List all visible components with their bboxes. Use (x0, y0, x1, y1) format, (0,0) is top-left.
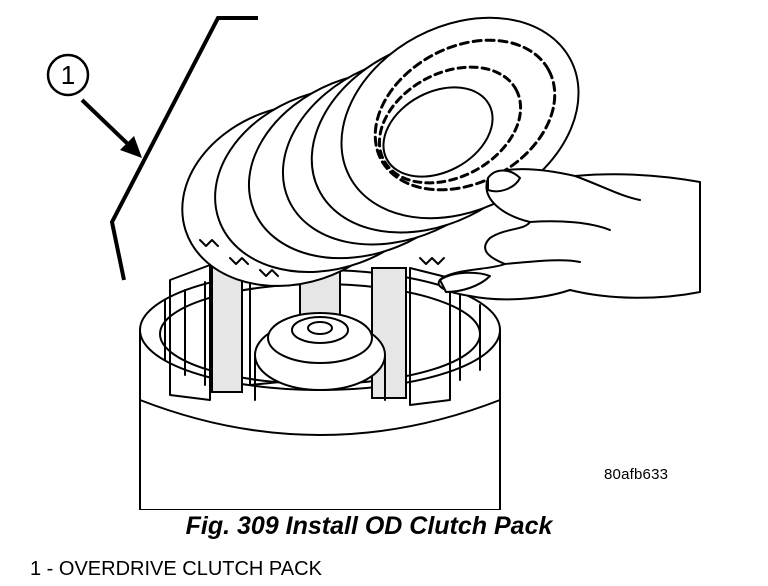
figure-title: Fig. 309 Install OD Clutch Pack (185, 512, 553, 540)
clutch-pack-illustration: 1 (46, 16, 701, 510)
callout-1: 1 (46, 53, 90, 97)
figure-reference-code: 80afb633 (604, 466, 669, 483)
callout-number: 1 (61, 60, 75, 90)
hands (437, 168, 701, 301)
bracket-line (109, 16, 258, 281)
figure-legend: 1 - OVERDRIVE CLUTCH PACK (30, 558, 322, 580)
clutch-retainer-drum (139, 261, 501, 510)
callout-arrow (80, 98, 142, 158)
